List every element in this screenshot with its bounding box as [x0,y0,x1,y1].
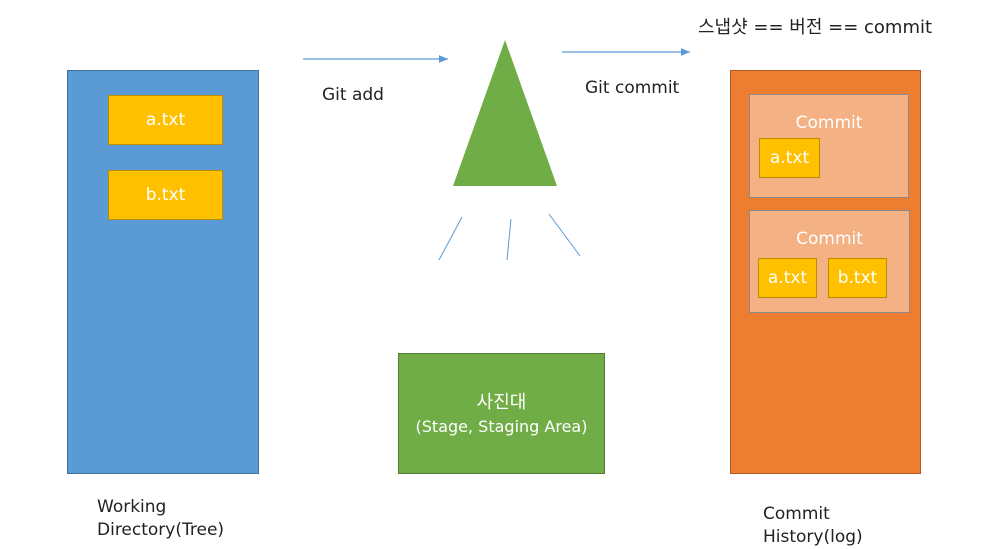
camera-triangle [453,40,557,186]
commit-card-1-title: Commit [795,113,863,133]
working-file-a: a.txt [108,95,223,145]
working-file-b: b.txt [108,170,223,220]
working-directory-label-line2: Directory(Tree) [97,520,225,540]
commit-history-label: Commit History(log) [763,503,863,549]
commit-history-box: Commit a.txt Commit a.txt b.txt [730,70,921,474]
commit-card-2-title: Commit [796,229,863,249]
commit-1-file-a: a.txt [759,138,820,178]
commit-history-label-line2: History(log) [763,527,863,547]
stage-name: 사진대 [476,391,527,413]
commit-2-file-a: a.txt [758,258,817,298]
working-directory-label-line1: Working [97,497,167,517]
git-add-label: Git add [322,85,384,105]
commit-history-label-line1: Commit [763,504,830,524]
light-ray-middle [506,218,512,261]
stage-subtitle: (Stage, Staging Area) [415,416,588,436]
light-ray-left [438,216,463,261]
light-ray-right [548,213,581,257]
working-directory-box: a.txt b.txt [67,70,259,474]
snapshot-title: 스냅샷 == 버전 == commit [698,17,933,38]
commit-card-1: Commit a.txt [749,94,909,198]
git-commit-label: Git commit [585,78,680,98]
working-directory-label: Working Directory(Tree) [97,496,224,542]
commit-card-2: Commit a.txt b.txt [749,210,910,313]
commit-2-file-b: b.txt [828,258,887,298]
staging-area-box: 사진대 (Stage, Staging Area) [398,353,605,474]
